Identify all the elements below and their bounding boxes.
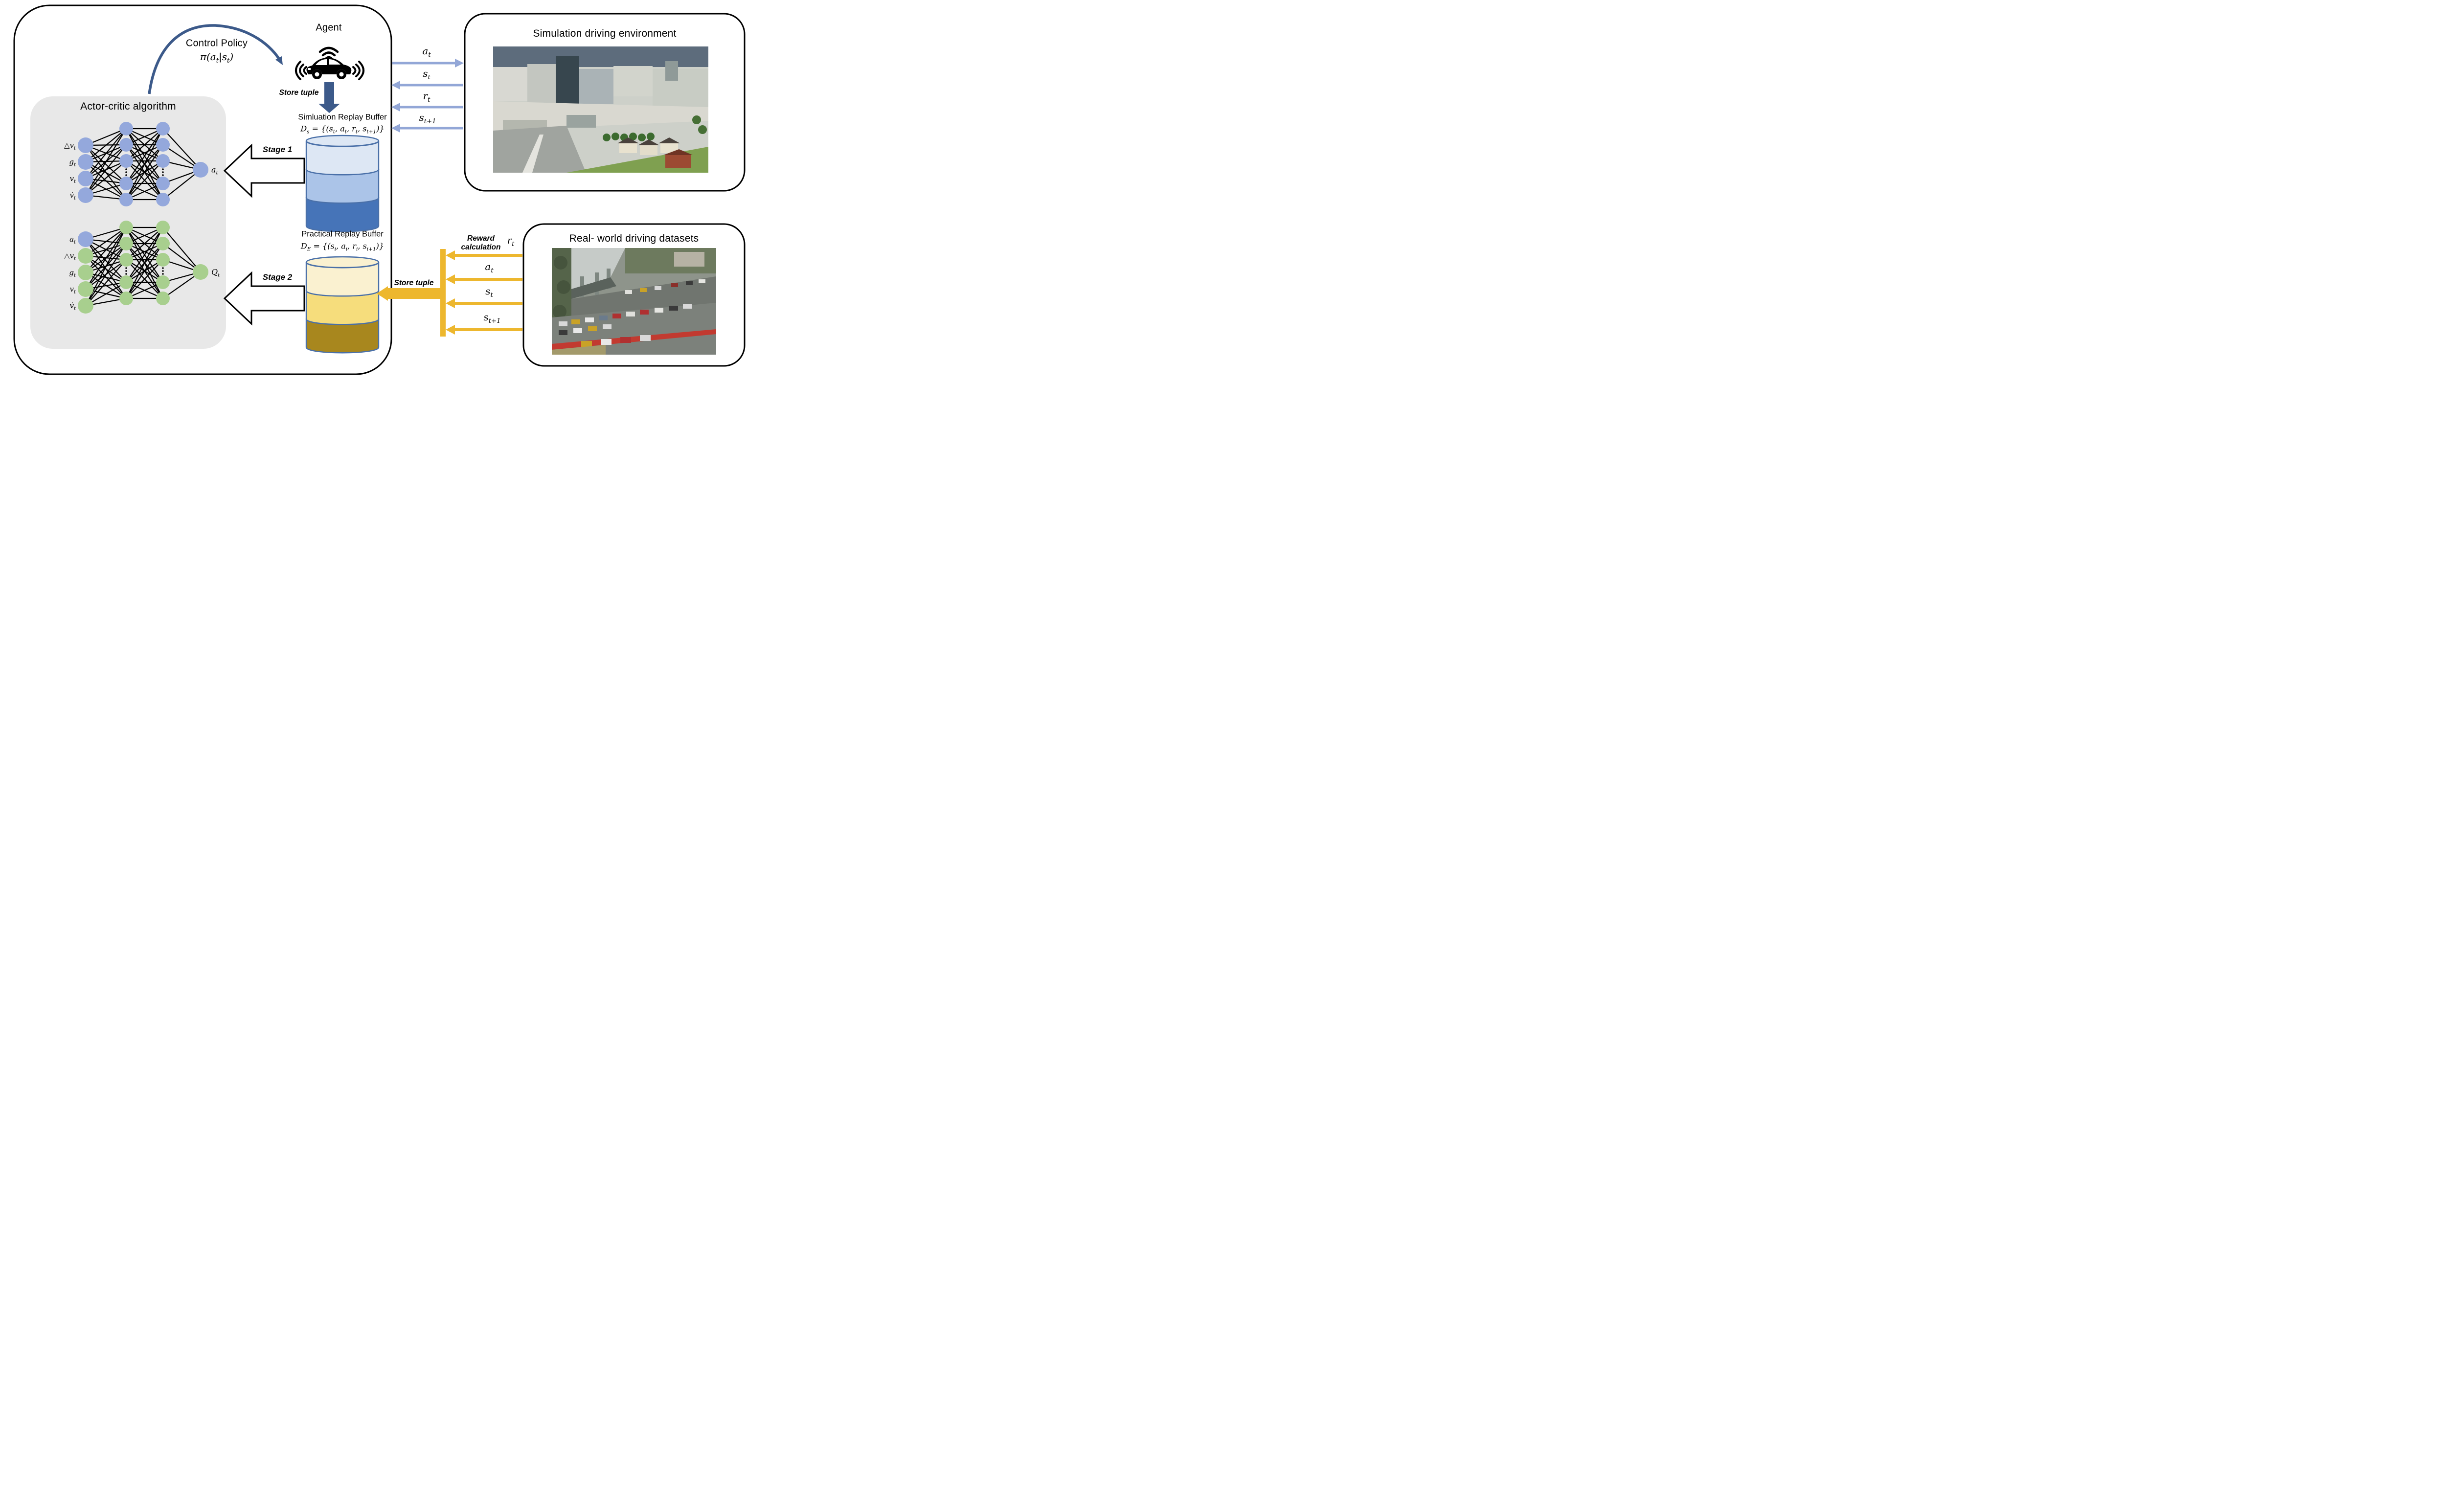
- store-tuple-arrow: [318, 82, 340, 113]
- real-world-title: Real- world driving datasets: [569, 233, 699, 244]
- stage2-label: Stage 2: [262, 272, 293, 282]
- sim-reward-label: rt: [423, 90, 430, 104]
- critic-input-vdot: v̇t: [69, 301, 76, 312]
- real-next-state-label: st+1: [483, 311, 501, 325]
- simulation-replay-buffer-icon: [305, 135, 380, 232]
- sim-action-label: at: [422, 45, 431, 59]
- real-world-photo: [552, 248, 716, 355]
- simulation-buffer-formula: Ds = {(st, at, rt, st+1)}: [300, 124, 385, 135]
- critic-input-g: gt: [69, 268, 76, 278]
- reward-calculation-line2: calculation: [461, 243, 501, 251]
- stage1-label: Stage 1: [262, 145, 293, 154]
- critic-input-v: vt: [69, 285, 76, 295]
- rl-architecture-diagram: Agent Control Policy π(at|st) Store tupl…: [0, 0, 751, 384]
- actor-input-vdot: v̇t: [69, 191, 76, 201]
- stage1-arrow: [223, 143, 305, 198]
- real-channel-arrows: [377, 249, 522, 337]
- store-tuple-label: Store tuple: [279, 89, 319, 97]
- real-action-label: at: [485, 261, 494, 274]
- practical-buffer-formula: DE = {(si, ai, ri, si+1)}: [300, 241, 385, 252]
- stage2-arrow: [223, 271, 305, 326]
- simulation-channel-arrows: [391, 59, 464, 133]
- practical-replay-buffer-icon: [305, 256, 380, 354]
- actor-critic-title: Actor-critic algorithm: [80, 101, 176, 112]
- sim-next-state-label: st+1: [419, 112, 436, 125]
- actor-input-dv: △vt: [64, 141, 76, 151]
- critic-input-a: at: [69, 235, 76, 245]
- control-policy-formula: π(at|st): [200, 51, 234, 65]
- actor-network: [78, 122, 208, 206]
- connected-car-icon: [295, 46, 364, 80]
- real-reward-label: rt: [507, 234, 515, 248]
- sim-state-label: st: [423, 68, 430, 81]
- simulation-env-title: Simulation driving environment: [533, 28, 677, 39]
- reward-calculation-line1: Reward: [467, 234, 495, 243]
- control-policy-arrow: [148, 24, 283, 94]
- action-arrowhead: [455, 59, 464, 68]
- state-arrowhead: [391, 81, 400, 90]
- reward-arrowhead: [391, 103, 400, 112]
- actor-input-g: gt: [69, 158, 76, 168]
- practical-buffer-title: Practical Replay Buffer: [301, 229, 384, 239]
- critic-output-label: Qt: [211, 267, 220, 278]
- simulation-photo: [493, 46, 708, 173]
- control-policy-label: Control Policy: [185, 38, 248, 49]
- store-tuple-practical-label: Store tuple: [394, 279, 434, 287]
- real-state-label: st: [485, 285, 493, 299]
- actor-output-label: at: [211, 165, 218, 176]
- critic-input-dv: △vt: [64, 251, 76, 262]
- simulation-buffer-title: Simluation Replay Buffer: [298, 113, 387, 122]
- agent-title: Agent: [316, 22, 342, 33]
- store-tuple-practical-arrow: [377, 286, 441, 301]
- critic-network: [78, 221, 208, 314]
- actor-input-v: vt: [69, 174, 76, 184]
- next-state-arrowhead: [391, 124, 400, 133]
- collector-bar: [440, 249, 446, 337]
